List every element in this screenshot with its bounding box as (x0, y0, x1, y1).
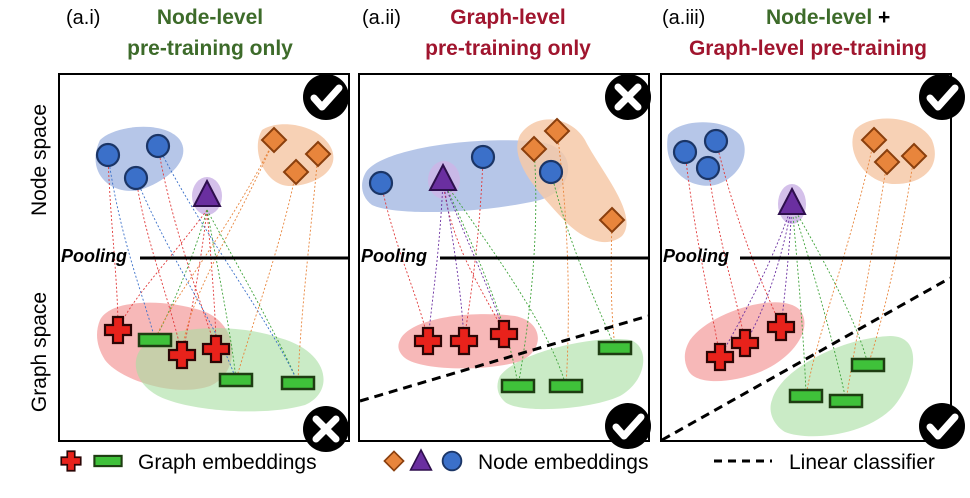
linear-classifier-line (661, 276, 951, 442)
legend: Graph embeddings Node embeddings Linear … (60, 449, 935, 474)
graph-bar (280, 375, 316, 391)
blue-node (123, 165, 149, 191)
graph-bar (828, 393, 864, 409)
blue-node (470, 144, 496, 170)
legend-graph-embeddings: Graph embeddings (138, 451, 317, 474)
graph-space-label: Graph space (28, 292, 51, 412)
pooling-label: Pooling (61, 246, 127, 266)
panel-3-title-line2: Graph-level pre-training (689, 37, 927, 60)
panel-2-tag: (a.ii) (362, 7, 401, 29)
panel-3-title-line1-node: Node-level (766, 6, 872, 29)
cross-icon (605, 74, 651, 120)
pooling-label: Pooling (361, 246, 427, 266)
panel-2: Pooling (358, 74, 651, 449)
blue-node (368, 170, 394, 196)
blue-node (95, 142, 121, 168)
check-icon (605, 403, 651, 449)
graph-bar (597, 340, 633, 356)
check-icon (303, 74, 349, 120)
graph-bar (137, 332, 173, 348)
panel-3: Pooling (660, 74, 965, 449)
blue-node (695, 155, 721, 181)
blue-cluster (362, 140, 569, 213)
graph-bar (548, 378, 584, 394)
panel-1-title-line1: Node-level (157, 6, 263, 29)
pooling-label: Pooling (663, 246, 729, 266)
green-cluster (770, 336, 914, 437)
legend-triangle-icon (409, 449, 433, 471)
check-icon (919, 74, 965, 120)
check-icon (919, 403, 965, 449)
panel-3-title-line1-plus: + (872, 6, 890, 29)
linear-classifier-line (359, 314, 649, 403)
legend-diamond-icon (383, 450, 405, 472)
panel-1: Pooling (58, 74, 349, 452)
blue-node (538, 159, 564, 185)
graph-bar (788, 388, 824, 404)
node-space-label: Node space (28, 104, 51, 216)
panel-2-title-line2: pre-training only (425, 37, 591, 60)
blue-node (145, 133, 171, 159)
cross-icon (303, 406, 349, 452)
legend-circle-icon (441, 450, 463, 472)
graph-bar (218, 372, 254, 388)
panel-1-tag: (a.i) (66, 7, 100, 29)
blue-node (703, 128, 729, 154)
panel-2-title-line1: Graph-level (450, 6, 566, 29)
legend-linear-classifier: Linear classifier (789, 451, 935, 474)
legend-cross-icon (60, 450, 82, 472)
blue-node (672, 139, 698, 165)
graph-bar (500, 378, 536, 394)
panel-1-title-line2: pre-training only (127, 37, 293, 60)
panel-3-tag: (a.iii) (662, 7, 705, 29)
graph-bar (850, 357, 886, 373)
legend-bar-icon (93, 454, 123, 468)
legend-node-embeddings: Node embeddings (478, 451, 648, 474)
panel-3-title-line1: Node-level + (766, 6, 890, 29)
